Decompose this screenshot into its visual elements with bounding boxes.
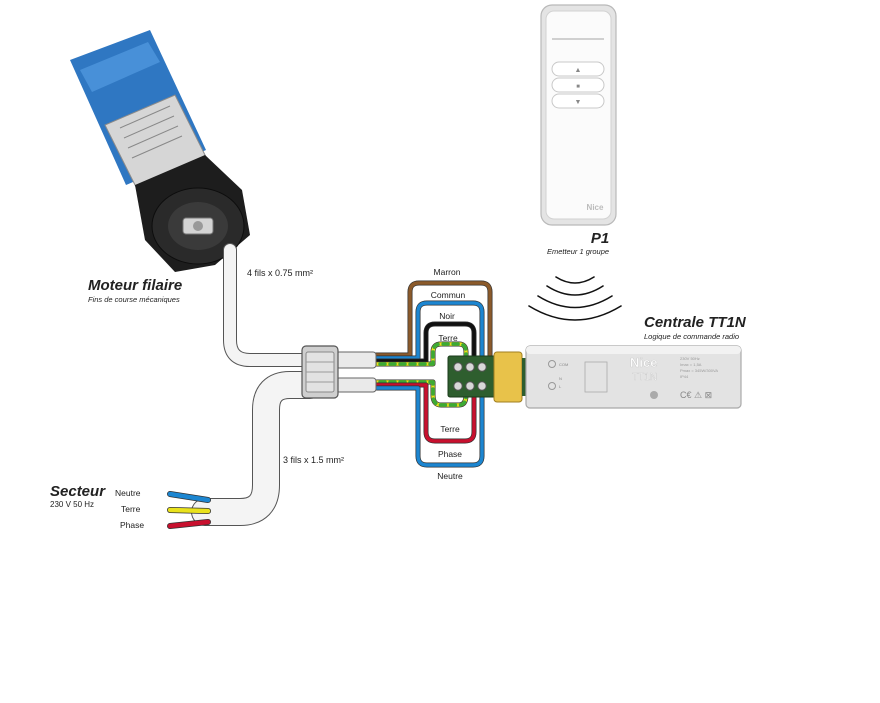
motor-subtitle: Fins de course mécaniques (88, 295, 180, 304)
mains-wire-loops (367, 379, 485, 468)
inner-wire-bundles (335, 351, 377, 393)
remote-stop-button[interactable] (551, 77, 605, 93)
control-spec-4: IP44 (680, 374, 689, 379)
remote-down-button[interactable] (551, 93, 605, 109)
mains-terre-label: Terre (121, 504, 141, 514)
control-model: TT1N (632, 372, 657, 383)
remote-stop-icon: ■ (576, 84, 580, 90)
tubular-motor (70, 30, 250, 272)
control-subtitle: Logique de commande radio (644, 332, 739, 341)
control-marks: C€ ⚠ ⊠ (680, 390, 712, 400)
mains-neutre-label: Neutre (115, 488, 141, 498)
wire-phase-label: Phase (438, 449, 462, 459)
motor-title: Moteur filaire (88, 277, 182, 294)
remote-brand: Nice (587, 203, 604, 212)
mains-cable (191, 371, 324, 526)
wire-noir-label: Noir (439, 311, 455, 321)
remote-up-icon: ▲ (575, 67, 582, 74)
wire-terre-top-label: Terre (438, 333, 458, 343)
mains-title: Secteur (50, 483, 106, 500)
mains-cable-label: 3 fils x 1.5 mm² (283, 455, 344, 465)
control-spec-3: Pmax = 345W/300VA (680, 368, 718, 373)
control-spec-1: 230V 50Hz (680, 356, 700, 361)
control-title: Centrale TT1N (644, 314, 747, 331)
motor-cable (223, 243, 317, 367)
mains-subtitle: 230 V 50 Hz (50, 500, 94, 509)
wire-neutre-label: Neutre (437, 471, 463, 481)
control-brand: Nice (630, 355, 657, 370)
control-port-n: N (559, 376, 562, 381)
terminal-block (447, 351, 528, 403)
wire-commun-label: Commun (431, 290, 466, 300)
wire-terre-bottom-label: Terre (440, 424, 460, 434)
mains-phase-label: Phase (120, 520, 144, 530)
control-port-l: L (559, 384, 562, 389)
radio-waves-icon (528, 276, 622, 321)
nice-logo-icon (650, 391, 658, 399)
remote-subtitle: Emetteur 1 groupe (547, 247, 609, 256)
motor-wire-loops (367, 280, 493, 368)
mains-wires (167, 491, 211, 529)
motor-cable-label: 4 fils x 0.75 mm² (247, 268, 313, 278)
control-spec-2: Imax = 1,5A (680, 362, 702, 367)
cable-gland (301, 345, 339, 399)
control-port-com: COM (559, 362, 568, 367)
remote-p1: ▲ ■ ▼ Nice (540, 4, 617, 226)
remote-down-icon: ▼ (575, 99, 582, 106)
wire-marron-label: Marron (434, 267, 461, 277)
control-unit-tt1n: Nice TT1N 230V 50Hz Imax = 1,5A Pmax = 3… (525, 345, 742, 409)
remote-up-button[interactable] (551, 61, 605, 77)
remote-title: P1 (591, 230, 609, 247)
